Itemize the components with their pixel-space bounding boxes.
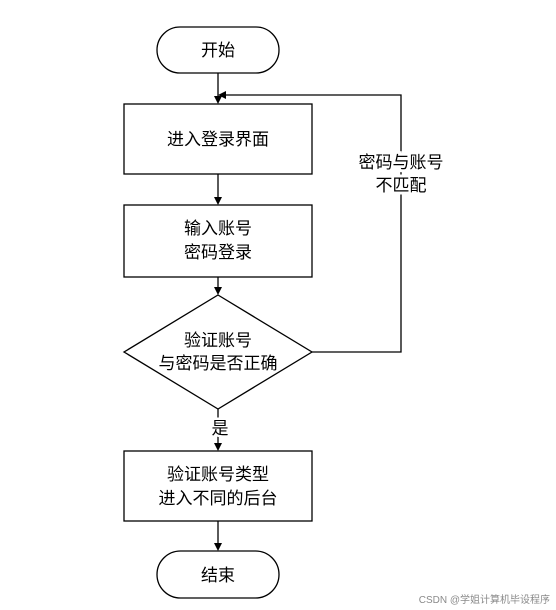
arrowhead <box>214 443 222 451</box>
process-input-credentials <box>123 204 313 278</box>
end-terminal <box>156 550 280 599</box>
decision-label-line1: 验证账号 <box>184 331 252 350</box>
yes-label: 是 <box>212 419 229 438</box>
decision-label-line2: 与密码是否正确 <box>159 354 278 373</box>
arrowhead <box>214 287 222 295</box>
arrowhead <box>214 96 222 104</box>
arrowhead <box>214 197 222 205</box>
decision-verify-credentials <box>122 294 314 410</box>
start-label: 开始 <box>201 41 235 60</box>
end-label: 结束 <box>201 566 235 585</box>
arrowhead <box>218 91 226 99</box>
process-verify-label-line2: 进入不同的后台 <box>159 489 278 508</box>
loop-label-line1: 密码与账号 <box>359 153 444 172</box>
loop-back-connector <box>226 94 402 353</box>
watermark: CSDN @学姐计算机毕设程序 <box>418 595 550 606</box>
process-input-label-line2: 密码登录 <box>184 243 252 262</box>
process-login-page-label: 进入登录界面 <box>167 130 269 149</box>
process-verify-account-type <box>123 450 313 522</box>
process-verify-label-line1: 验证账号类型 <box>167 465 269 484</box>
process-login-page <box>123 103 313 175</box>
loop-label-line2: 不匹配 <box>376 176 427 195</box>
arrowhead <box>214 543 222 551</box>
process-input-label-line1: 输入账号 <box>184 219 252 238</box>
